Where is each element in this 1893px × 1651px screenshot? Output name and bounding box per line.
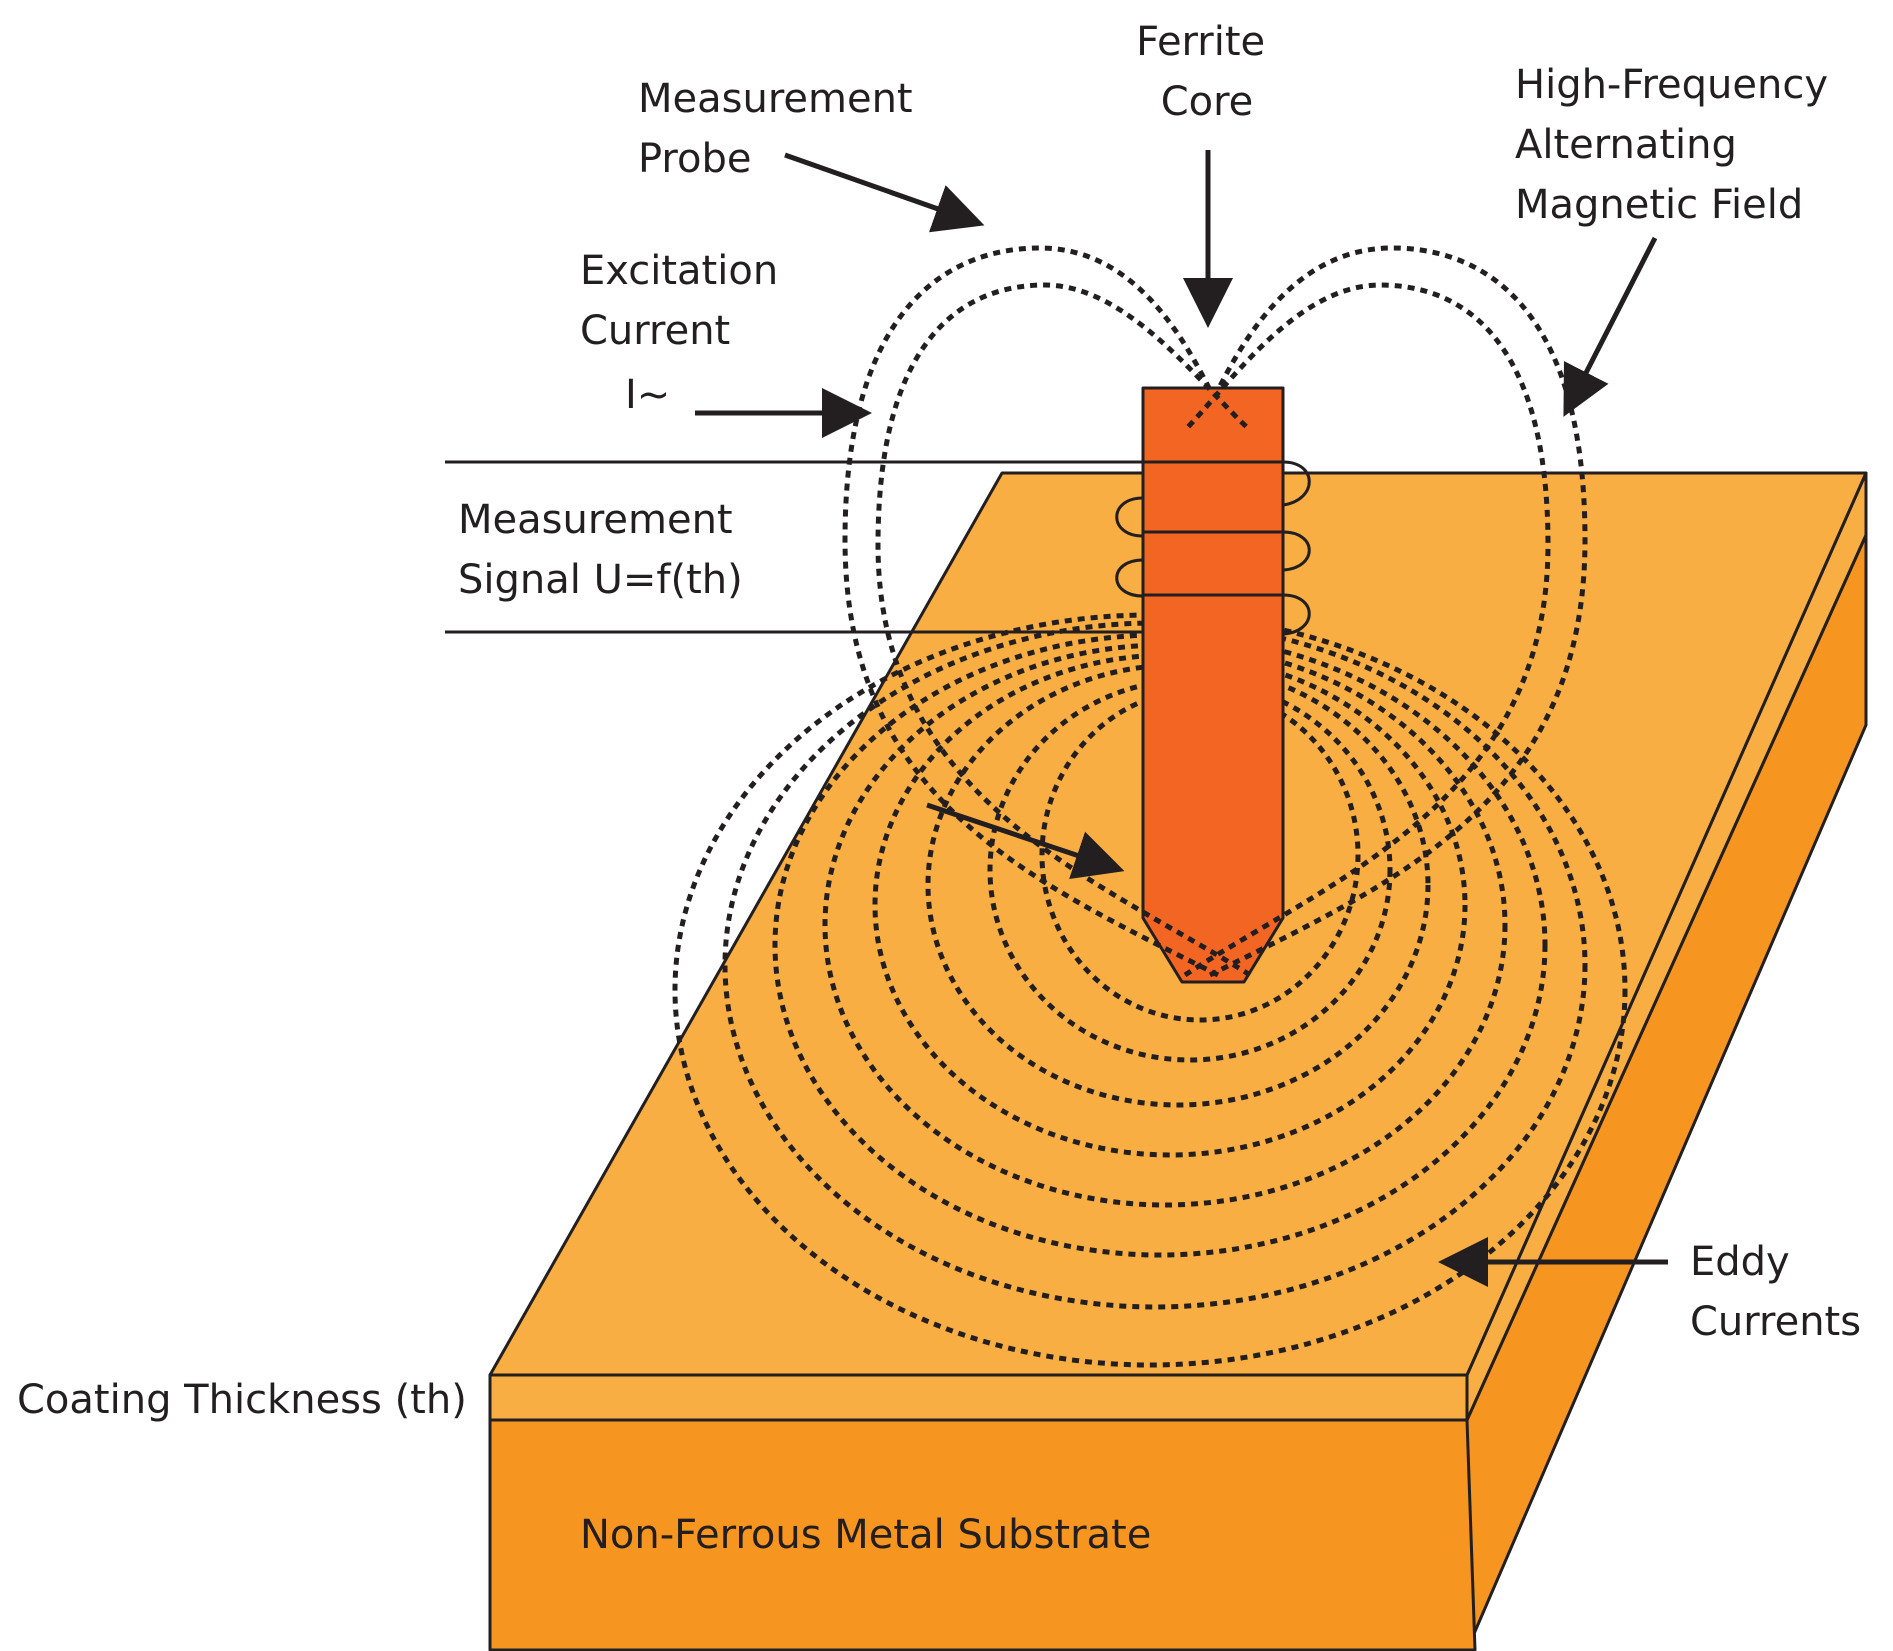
label-ferrite-core: Ferrite Core bbox=[1136, 19, 1278, 125]
label-measurement-probe: Measurement Probe bbox=[638, 76, 925, 182]
ferrite-core-probe bbox=[1141, 386, 1285, 984]
magnetic-field-loops bbox=[842, 245, 1588, 978]
label-excitation-current: Excitation Current I~ bbox=[580, 248, 791, 418]
measurement-probe-arrow bbox=[784, 152, 985, 233]
probe-tip-arrow bbox=[926, 802, 1125, 879]
coil-windings bbox=[1115, 460, 1311, 636]
label-coating-thickness: Coating Thickness (th) bbox=[17, 1377, 467, 1423]
label-substrate: Non-Ferrous Metal Substrate bbox=[580, 1512, 1151, 1558]
label-measurement-signal: Measurement Signal U=f(th) bbox=[458, 497, 745, 603]
coating-front-face bbox=[488, 1373, 1469, 1422]
substrate-front-face bbox=[488, 1418, 1477, 1651]
label-high-frequency-field: High-Frequency Alternating Magnetic Fiel… bbox=[1515, 62, 1841, 228]
label-eddy-currents: Eddy Currents bbox=[1690, 1239, 1861, 1345]
magnetic-field-arrow bbox=[1563, 236, 1658, 417]
